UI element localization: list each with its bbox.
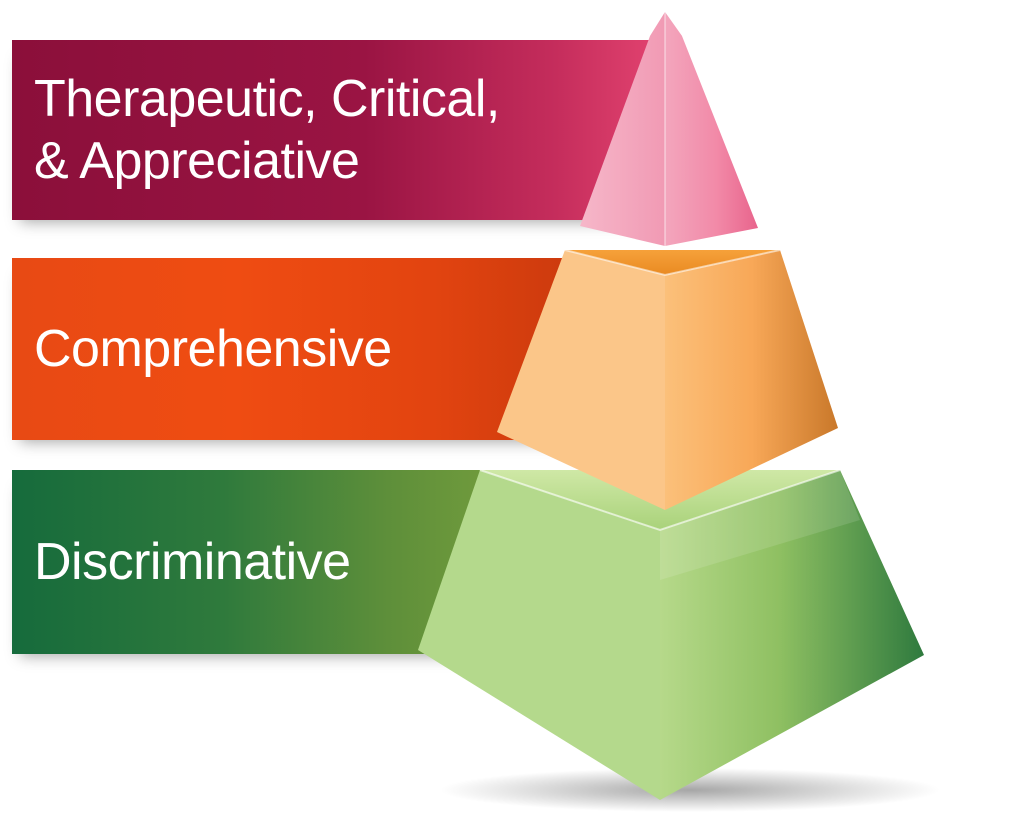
banner-comprehensive: Comprehensive — [12, 258, 572, 440]
banner-label-line: Therapeutic, Critical, — [34, 69, 500, 128]
pyramid-tier-middle — [497, 249, 838, 510]
pyramid-tier-bottom — [418, 469, 924, 800]
pyramid-shadow — [440, 768, 940, 812]
banner-label-line: & Appreciative — [34, 132, 360, 190]
banner-label-line: Discriminative — [34, 532, 351, 591]
banner-label-line: Comprehensive — [34, 319, 392, 378]
pyramid-tier-top — [580, 12, 758, 246]
banner-therapeutic-critical-appreciative: Therapeutic, Critical, & Appreciative — [12, 40, 652, 220]
banner-discriminative: Discriminative — [12, 470, 482, 654]
